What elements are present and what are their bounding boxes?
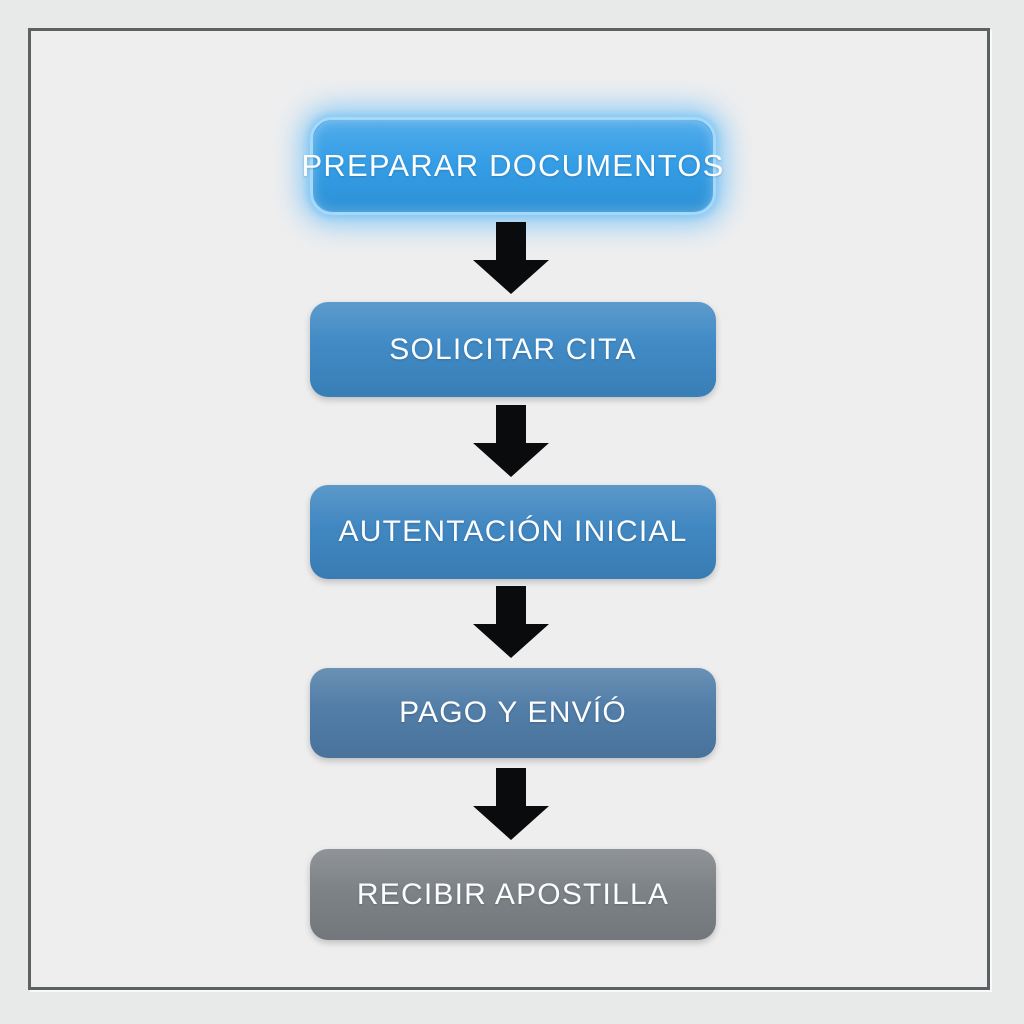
flow-step-pago-y-envio: PAGO Y ENVÍÓ [310,668,716,758]
flow-step-recibir-apostilla: RECIBIR APOSTILLA [310,849,716,940]
flow-step-solicitar-cita: SOLICITAR CITA [310,302,716,397]
down-arrow-icon [473,768,549,840]
flow-step-label: SOLICITAR CITA [389,332,637,366]
down-arrow-icon [473,222,549,294]
flow-step-label: PAGO Y ENVÍÓ [399,696,627,729]
flow-step-preparar-documentos: PREPARAR DOCUMENTOS [302,117,723,215]
flow-step-autentacion-inicial: AUTENTACIÓN INICIAL [310,485,716,579]
down-arrow-icon [473,586,549,658]
flow-step-label: AUTENTACIÓN INICIAL [338,515,688,548]
down-arrow-icon [473,405,549,477]
flow-step-label: PREPARAR DOCUMENTOS [301,148,725,183]
flow-step-label: RECIBIR APOSTILLA [356,877,670,911]
